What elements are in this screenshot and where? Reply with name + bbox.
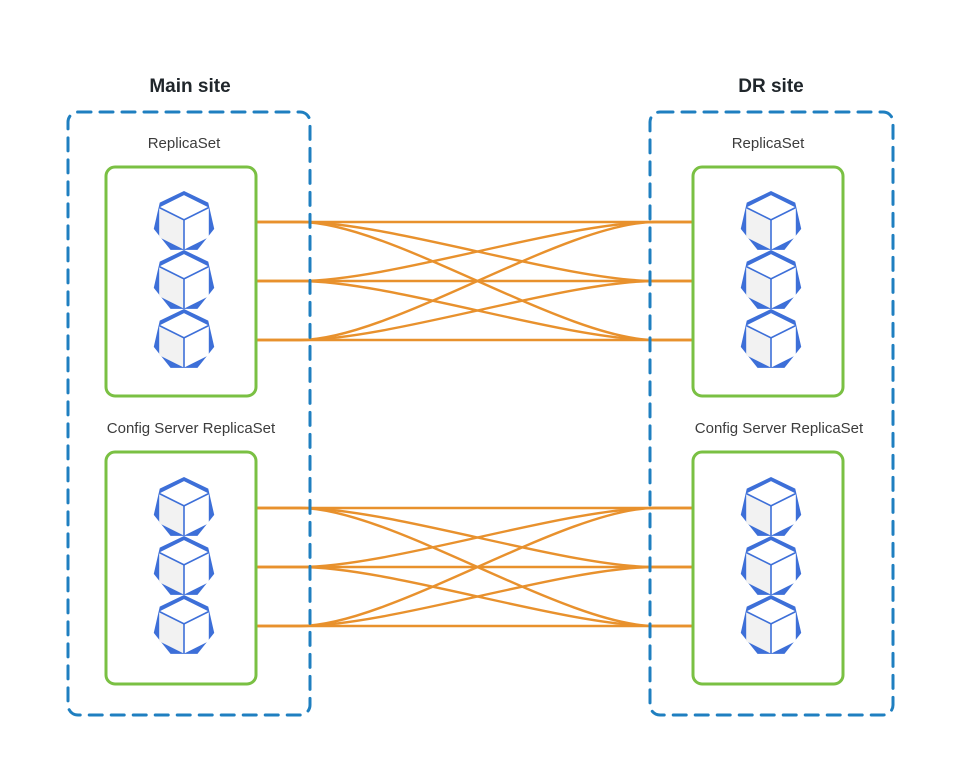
cube-left-face-icon: [746, 207, 771, 250]
node-main-config-server-replicaset-1[interactable]: [153, 536, 215, 595]
cube-right-face-icon: [184, 552, 209, 595]
connector-replicaset-mesh-2-0: [222, 220, 733, 342]
node-main-replicaset-1[interactable]: [153, 250, 215, 309]
site-boundary-main-site: [66, 110, 312, 717]
node-dr-replicaset-1[interactable]: [740, 250, 802, 309]
connector-config-server-mesh-1-0: [222, 506, 733, 569]
cube-left-face-icon: [746, 325, 771, 368]
cube-top-face-icon: [746, 599, 796, 624]
connector-layer: [222, 220, 733, 628]
cube-left-face-icon: [746, 266, 771, 309]
cube-right-face-icon: [771, 552, 796, 595]
node-dr-config-server-replicaset-1[interactable]: [740, 536, 802, 595]
cube-left-face-icon: [159, 325, 184, 368]
cube-left-face-icon: [746, 493, 771, 536]
site-title-main-site: Main site: [149, 76, 230, 97]
cube-right-face-icon: [184, 266, 209, 309]
cube-right-face-icon: [771, 493, 796, 536]
cube-left-face-icon: [159, 493, 184, 536]
node-dr-replicaset-0[interactable]: [740, 191, 802, 250]
group-label-main-config-server-replicaset: Config Server ReplicaSet: [107, 420, 276, 437]
cube-right-face-icon: [771, 325, 796, 368]
cube-right-face-icon: [184, 611, 209, 654]
cube-left-face-icon: [159, 552, 184, 595]
connector-mesh-config-server-mesh: [222, 506, 733, 628]
cube-left-face-icon: [159, 266, 184, 309]
connector-config-server-mesh-2-1: [222, 565, 733, 628]
cube-right-face-icon: [184, 207, 209, 250]
site-boundary-dr-site: [648, 110, 895, 717]
cube-top-face-icon: [746, 195, 796, 220]
site-title-dr-site: DR site: [738, 76, 803, 97]
connector-replicaset-mesh-1-0: [222, 220, 733, 283]
group-label-main-replicaset: ReplicaSet: [148, 135, 221, 152]
node-dr-config-server-replicaset-0[interactable]: [740, 477, 802, 536]
cube-left-face-icon: [746, 611, 771, 654]
node-dr-replicaset-2[interactable]: [740, 309, 802, 368]
cube-left-face-icon: [746, 552, 771, 595]
node-main-config-server-replicaset-0[interactable]: [153, 477, 215, 536]
group-label-dr-config-server-replicaset: Config Server ReplicaSet: [695, 420, 864, 437]
group-dr-replicaset[interactable]: ReplicaSet: [691, 135, 845, 398]
group-dr-config-server-replicaset[interactable]: Config Server ReplicaSet: [691, 420, 864, 686]
node-dr-config-server-replicaset-2[interactable]: [740, 595, 802, 654]
cube-right-face-icon: [184, 325, 209, 368]
cube-right-face-icon: [771, 207, 796, 250]
cube-right-face-icon: [184, 493, 209, 536]
node-main-replicaset-0[interactable]: [153, 191, 215, 250]
connector-mesh-replicaset-mesh: [222, 220, 733, 342]
cube-left-face-icon: [159, 611, 184, 654]
cube-right-face-icon: [771, 266, 796, 309]
cube-top-face-icon: [746, 540, 796, 565]
cube-left-face-icon: [159, 207, 184, 250]
connector-replicaset-mesh-2-1: [222, 279, 733, 342]
node-main-config-server-replicaset-2[interactable]: [153, 595, 215, 654]
node-main-replicaset-2[interactable]: [153, 309, 215, 368]
group-main-replicaset[interactable]: ReplicaSet: [104, 135, 258, 398]
cube-right-face-icon: [771, 611, 796, 654]
group-label-dr-replicaset: ReplicaSet: [732, 135, 805, 152]
cube-top-face-icon: [159, 481, 209, 506]
connector-config-server-mesh-2-0: [222, 506, 733, 628]
cube-top-face-icon: [746, 481, 796, 506]
cube-top-face-icon: [159, 313, 209, 338]
group-main-config-server-replicaset[interactable]: Config Server ReplicaSet: [104, 420, 276, 686]
cube-top-face-icon: [746, 313, 796, 338]
